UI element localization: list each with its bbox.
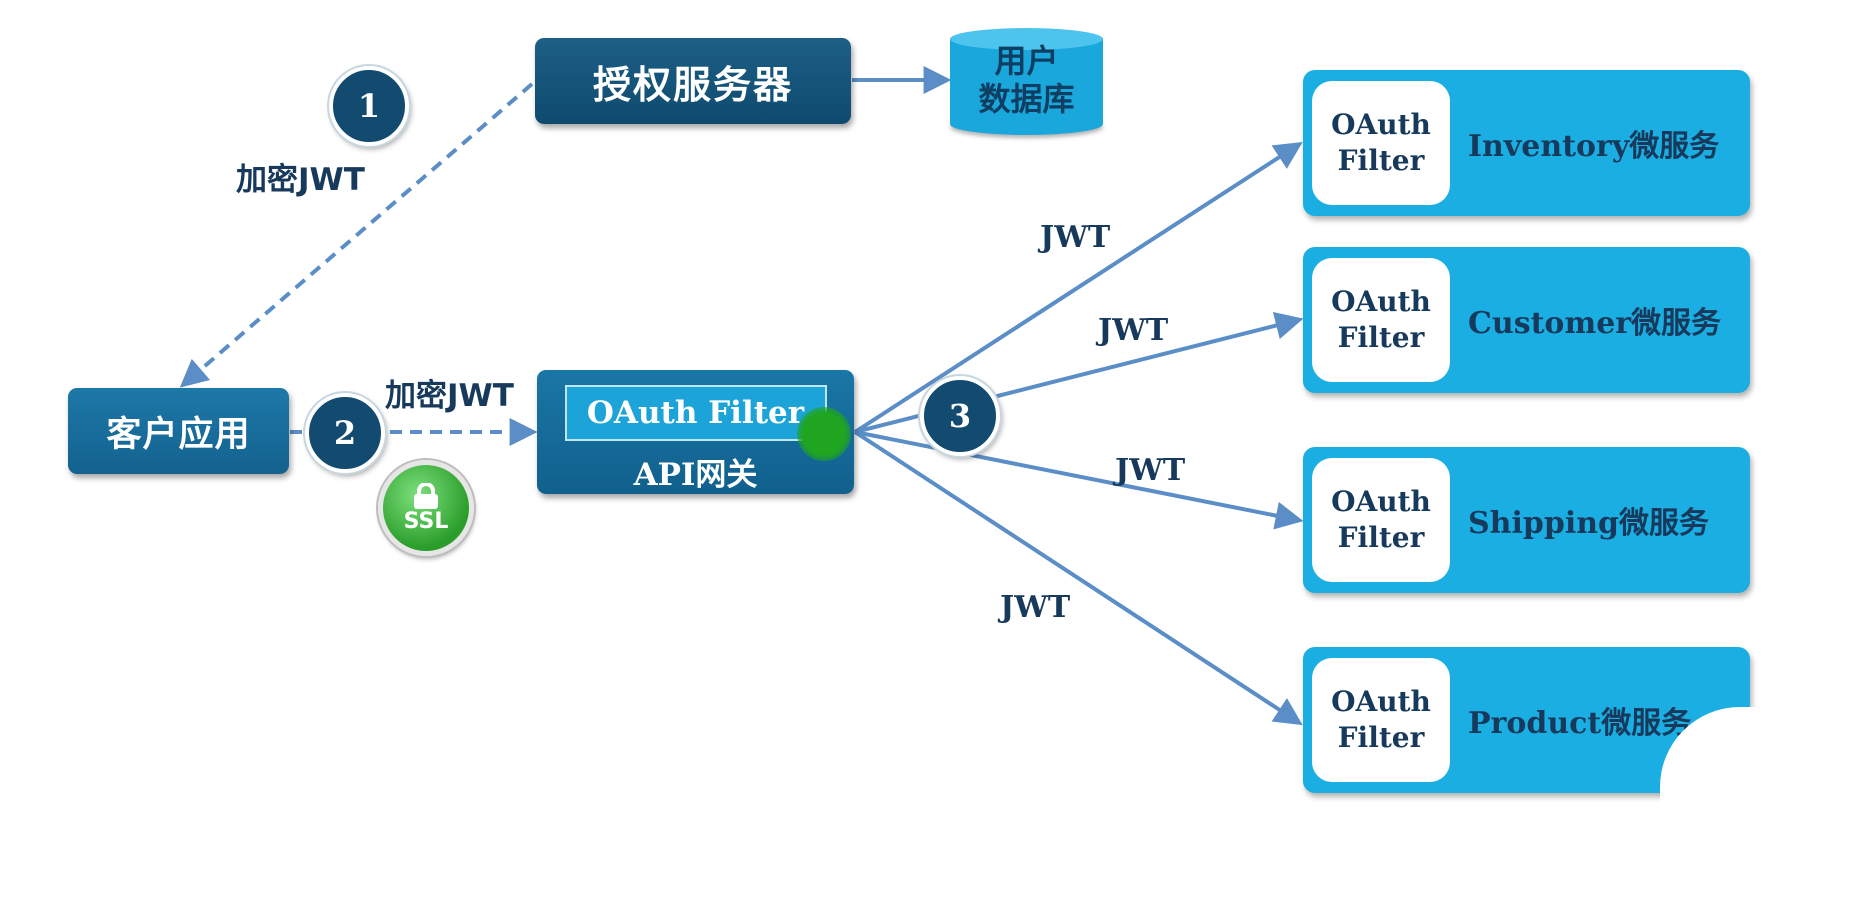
oauth-filter-line1: OAuth (1331, 485, 1431, 518)
customer-service-box: OAuth Filter Customer微服务 (1303, 247, 1750, 393)
arrow-gateway-to-product (853, 430, 1303, 726)
encrypted-jwt-label-1: 加密JWT (236, 162, 365, 198)
step-3-number: 3 (948, 397, 972, 435)
client-app-label: 客户应用 (106, 414, 251, 455)
step-1-badge: 1 (329, 66, 409, 146)
customer-service-name: Customer微服务 (1468, 306, 1722, 341)
shipping-oauth-filter: OAuth Filter (1312, 458, 1450, 582)
database-cylinder-body (950, 38, 1103, 124)
jwt-label-product: JWT (1000, 590, 1071, 625)
database-label-line2: 数据库 (978, 80, 1075, 118)
oauth-filter-line2: Filter (1337, 144, 1425, 177)
ssl-badge: SSL (378, 460, 474, 556)
oauth-filter-line1: OAuth (1331, 285, 1431, 318)
oauth-filter-line2: Filter (1337, 321, 1425, 354)
step-2-badge: 2 (305, 393, 385, 473)
ssl-text: SSL (403, 509, 449, 534)
arrow-auth-to-client (179, 82, 534, 388)
product-service-box: OAuth Filter Product微服务 (1303, 647, 1750, 793)
shipping-service-name: Shipping微服务 (1468, 506, 1710, 541)
step-2-number: 2 (333, 414, 357, 452)
pointer-highlight (797, 407, 851, 461)
auth-server-label: 授权服务器 (592, 62, 793, 107)
jwt-label-customer: JWT (1098, 313, 1169, 348)
user-database: 用户 数据库 (950, 28, 1103, 135)
gateway-label: API网关 (633, 457, 758, 493)
step-1-number: 1 (357, 87, 381, 125)
database-label: 用户 数据库 (950, 42, 1103, 118)
oauth-filter-line2: Filter (1337, 521, 1425, 554)
shipping-service-box: OAuth Filter Shipping微服务 (1303, 447, 1750, 593)
auth-server-box: 授权服务器 (535, 38, 851, 124)
inventory-service-box: OAuth Filter Inventory微服务 (1303, 70, 1750, 216)
step-3-badge: 3 (920, 376, 1000, 456)
inventory-service-name: Inventory微服务 (1468, 129, 1720, 164)
gateway-oauth-filter: OAuth Filter (564, 385, 827, 441)
arrow-gateway-to-shipping (854, 430, 1304, 530)
api-gateway-box: OAuth Filter API网关 (537, 370, 854, 494)
gateway-oauth-filter-label: OAuth Filter (586, 395, 805, 431)
inventory-oauth-filter: OAuth Filter (1312, 81, 1450, 205)
product-oauth-filter: OAuth Filter (1312, 658, 1450, 782)
oauth-filter-line2: Filter (1337, 721, 1425, 754)
client-app-box: 客户应用 (68, 388, 289, 474)
jwt-label-shipping: JWT (1115, 453, 1186, 488)
lock-icon (414, 483, 438, 509)
customer-oauth-filter: OAuth Filter (1312, 258, 1450, 382)
overlay-patch (1660, 707, 1862, 907)
database-cylinder-top (950, 28, 1103, 50)
oauth-filter-line1: OAuth (1331, 685, 1431, 718)
oauth-filter-line1: OAuth (1331, 108, 1431, 141)
product-service-name: Product微服务 (1468, 706, 1692, 741)
arrow-gateway-to-inventory (853, 141, 1303, 434)
jwt-label-inventory: JWT (1040, 220, 1111, 255)
database-label-line1: 用户 (994, 42, 1059, 80)
encrypted-jwt-label-2: 加密JWT (385, 378, 514, 414)
